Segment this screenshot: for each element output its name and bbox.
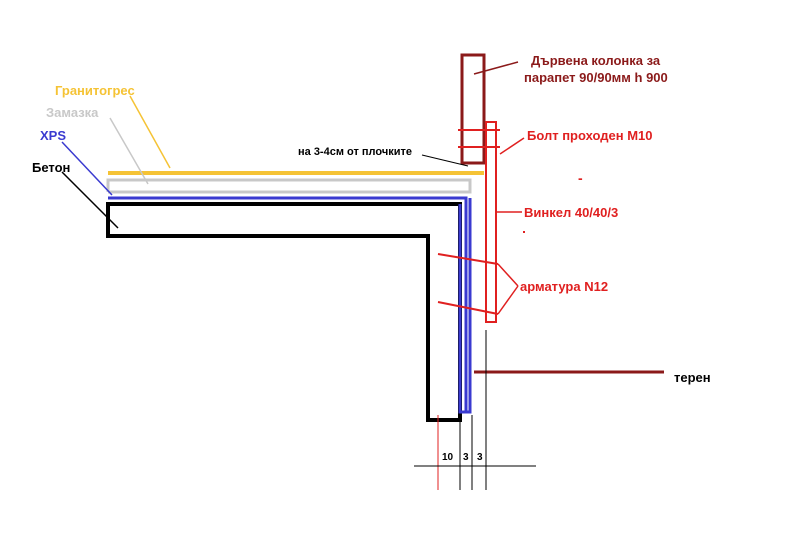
dimension-3-second: 3 — [477, 452, 483, 463]
rebar-lower — [437, 301, 499, 315]
leader-xps — [61, 141, 113, 196]
label-dash: - — [578, 170, 583, 186]
concrete-slab — [106, 202, 462, 422]
leader-screed — [109, 117, 149, 185]
dimension-3-first: 3 — [463, 452, 469, 463]
leader-rebar-2 — [497, 285, 519, 315]
leader-column — [473, 61, 519, 75]
label-granite: Гранитогрес — [55, 83, 135, 98]
wooden-column — [460, 53, 486, 165]
xps-layer-inner — [458, 198, 472, 414]
label-gap-note: на 3-4см от плочките — [298, 146, 412, 158]
dimension-10: 10 — [442, 452, 454, 463]
leader-concrete — [61, 171, 119, 229]
label-screed: Замазка — [46, 105, 99, 120]
leader-bolt — [499, 137, 525, 155]
steel-angle — [485, 121, 497, 323]
label-xps: XPS — [40, 128, 66, 143]
label-angle: Винкел 40/40/3 — [524, 205, 618, 220]
leader-rebar-1 — [497, 263, 519, 287]
dimension-lines — [414, 330, 536, 490]
stray-dot — [523, 231, 525, 233]
xps-layer — [108, 196, 468, 412]
label-column-line2: парапет 90/90мм h 900 — [524, 70, 668, 85]
leader-gap-note — [421, 154, 469, 167]
label-column-line1: Дървена колонка за — [531, 53, 661, 68]
label-concrete: Бетон — [32, 160, 70, 175]
leader-granite — [129, 95, 171, 169]
screed-layer — [106, 178, 472, 194]
label-ground: терен — [674, 370, 711, 385]
label-rebar: арматура N12 — [520, 279, 608, 294]
rebar-upper — [437, 253, 499, 265]
label-bolt: Болт проходен М10 — [527, 128, 653, 143]
